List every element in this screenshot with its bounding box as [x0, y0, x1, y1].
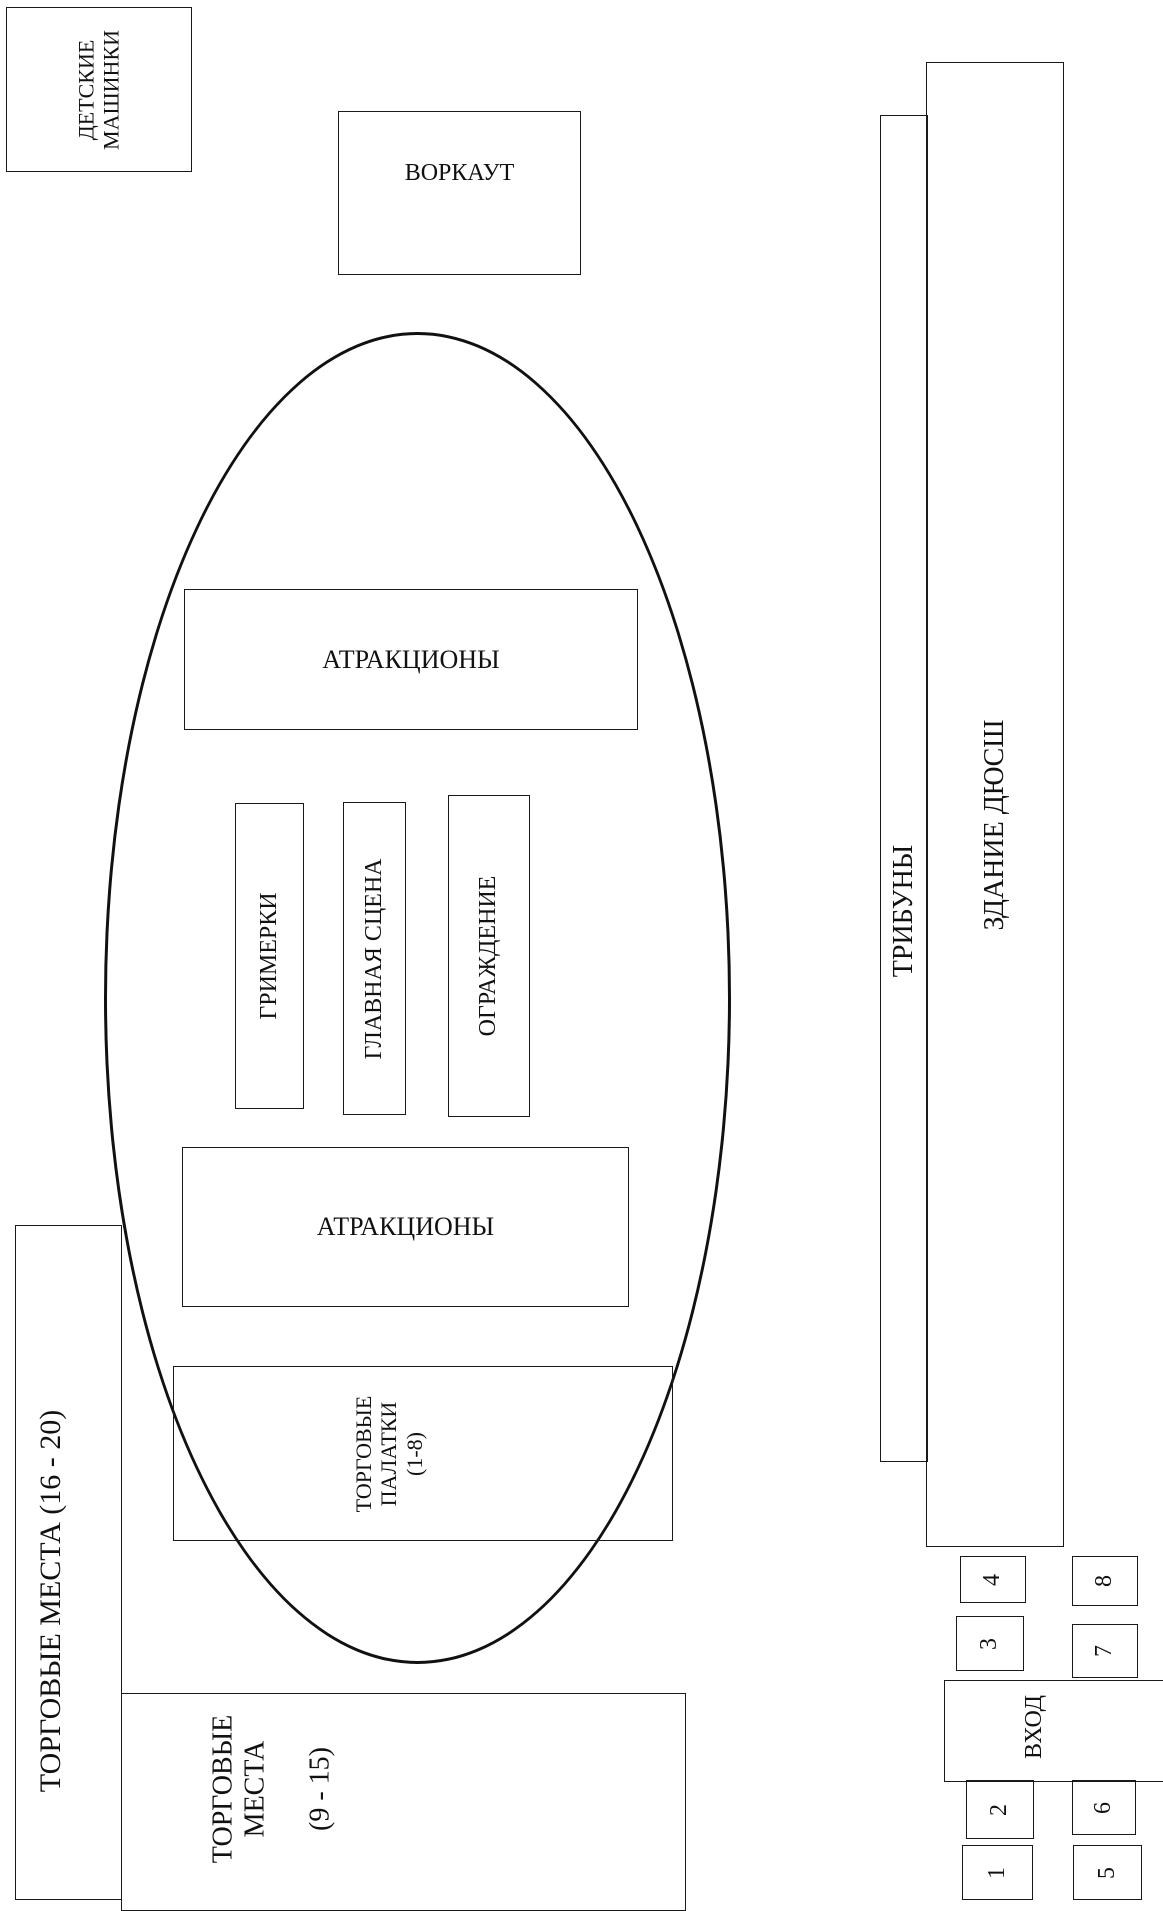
building-label: ЗДАНИЕ ДЮСШ	[978, 719, 1010, 931]
event-zone-ellipse	[104, 332, 731, 1664]
trade-places-16-20-area: ТОРГОВЫЕ МЕСТА (16 - 20)	[15, 1225, 122, 1900]
spot-2: 2	[966, 1780, 1034, 1839]
spot-3-label: 3	[976, 1637, 1003, 1650]
trade-places-9-15-label: ТОРГОВЫЕ МЕСТА (9 - 15)	[207, 1714, 336, 1864]
dressing-rooms-label: ГРИМЕРКИ	[255, 892, 282, 1020]
workout-label: ВОРКАУТ	[404, 160, 515, 187]
workout-area: ВОРКАУТ	[338, 111, 581, 275]
spot-6: 6	[1072, 1780, 1136, 1835]
spot-3: 3	[956, 1616, 1024, 1671]
spot-8-label: 8	[1091, 1575, 1118, 1587]
spot-4: 4	[960, 1556, 1026, 1603]
spot-6-label: 6	[1090, 1801, 1117, 1814]
kids-cars-label: ДЕТСКИЕ МАШИНКИ	[73, 29, 124, 150]
fence-area: ОГРАЖДЕНИЕ	[448, 795, 530, 1117]
spot-2-label: 2	[986, 1803, 1013, 1816]
attractions-bottom-label: АТРАКЦИОНЫ	[316, 1212, 495, 1242]
trade-places-9-15-area: ТОРГОВЫЕ МЕСТА (9 - 15)	[121, 1693, 686, 1911]
spot-5: 5	[1073, 1845, 1142, 1900]
spot-5-label: 5	[1093, 1866, 1120, 1879]
attractions-top-area: АТРАКЦИОНЫ	[184, 589, 638, 730]
fence-label: ОГРАЖДЕНИЕ	[475, 875, 502, 1037]
tribunes-area: ТРИБУНЫ	[880, 115, 928, 1462]
building-area: ЗДАНИЕ ДЮСШ	[926, 62, 1064, 1547]
main-stage-area: ГЛАВНАЯ СЦЕНА	[343, 802, 406, 1115]
spot-8: 8	[1072, 1556, 1138, 1606]
attractions-top-label: АТРАКЦИОНЫ	[322, 644, 500, 674]
spot-1: 1	[962, 1845, 1033, 1900]
spot-7: 7	[1072, 1624, 1138, 1678]
trade-tents-area: ТОРГОВЫЕ ПАЛАТКИ (1-8)	[173, 1366, 673, 1541]
kids-cars-area: ДЕТСКИЕ МАШИНКИ	[6, 7, 192, 172]
dressing-rooms-area: ГРИМЕРКИ	[235, 803, 304, 1109]
attractions-bottom-area: АТРАКЦИОНЫ	[182, 1147, 629, 1307]
main-stage-label: ГЛАВНАЯ СЦЕНА	[360, 857, 387, 1060]
spot-1-label: 1	[983, 1866, 1010, 1879]
entrance-label: ВХОД	[1021, 1694, 1048, 1760]
spot-7-label: 7	[1091, 1645, 1118, 1657]
trade-places-16-20-label: ТОРГОВЫЕ МЕСТА (16 - 20)	[33, 1409, 67, 1793]
trade-tents-label: ТОРГОВЫЕ ПАЛАТКИ (1-8)	[351, 1395, 427, 1512]
entrance-area: ВХОД	[944, 1680, 1163, 1782]
tribunes-label: ТРИБУНЫ	[887, 844, 919, 978]
spot-4-label: 4	[979, 1573, 1006, 1586]
